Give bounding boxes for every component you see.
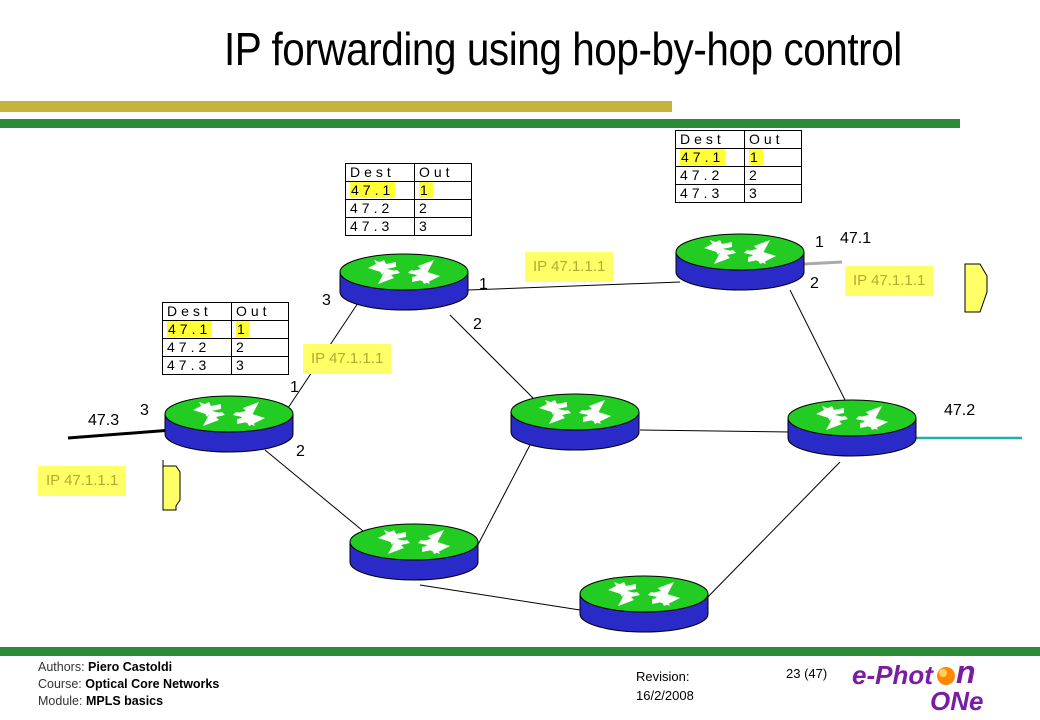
e-photon-one-logo: e-Phot n ONe (852, 654, 984, 716)
egress-arrow (964, 263, 988, 313)
packet-label-hop2: IP 47.1.1.1 (525, 252, 614, 282)
port-label: 1 (815, 234, 824, 251)
slide-title: IP forwarding using hop-by-hop control (224, 23, 902, 75)
network-label-right: 47.2 (944, 402, 976, 419)
footer-page-number: 23 (47) (786, 666, 828, 681)
link-left-network (67, 428, 173, 440)
router-5 (510, 393, 640, 451)
router-2 (339, 253, 469, 311)
link-r2-r5 (449, 314, 541, 406)
footer-course: Course: Optical Core Networks (38, 677, 220, 691)
network-label-top: 47.1 (840, 230, 872, 247)
router-3 (675, 233, 805, 291)
packet-label-egress: IP 47.1.1.1 (845, 266, 934, 296)
title-bar-green (0, 119, 960, 128)
packet-label-hop1: IP 47.1.1.1 (303, 344, 392, 374)
network-label-left: 47.3 (88, 412, 120, 429)
links (264, 281, 851, 611)
port-label: 1 (290, 379, 299, 396)
link-top-network (803, 260, 843, 266)
footer-authors: Authors: Piero Castoldi (38, 660, 173, 674)
port-label: 2 (296, 443, 305, 460)
router-4 (349, 523, 479, 581)
link-r5-r6 (639, 429, 791, 433)
router-6 (787, 399, 917, 457)
footer-revision-date: 16/2/2008 (636, 688, 694, 703)
port-label: 3 (322, 292, 331, 309)
port-label: 2 (810, 275, 819, 292)
footer-revision-label: Revision: (636, 669, 690, 684)
link-r7-r6 (699, 461, 841, 606)
port-label: 1 (479, 276, 488, 293)
port-label: 2 (473, 316, 482, 333)
link-r2-r3 (467, 281, 681, 291)
ingress-arrow (162, 460, 181, 511)
link-r5-r4 (469, 444, 531, 561)
footer-bar (0, 647, 1040, 656)
link-r1-r4 (264, 449, 381, 546)
footer-module: Module: MPLS basics (38, 694, 164, 708)
packet-label-ingress: IP 47.1.1.1 (38, 466, 127, 496)
router-1 (164, 395, 294, 453)
title-bar-olive (0, 101, 672, 112)
router-7 (579, 575, 709, 633)
link-r4-r7 (419, 584, 581, 611)
photon-globe-icon (937, 667, 955, 685)
port-label: 3 (140, 402, 149, 419)
link-r3-r6 (789, 289, 851, 411)
